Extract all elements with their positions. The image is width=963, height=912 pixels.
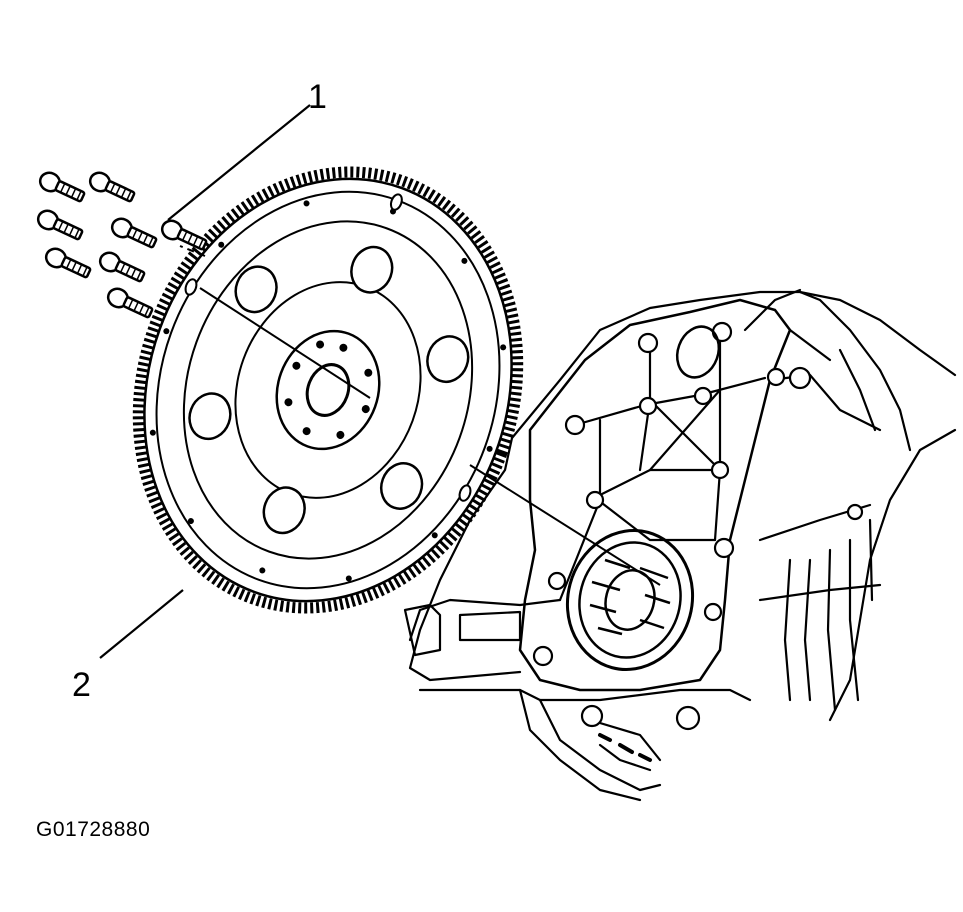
flywheel-bolts [36, 171, 208, 319]
cam-bore [675, 325, 721, 379]
callout-label-1: 1 [308, 78, 327, 116]
figure-id: G01728880 [36, 818, 151, 841]
alignment-lines [179, 245, 661, 586]
crankshaft-flange [565, 529, 695, 671]
callout-label-2: 2 [72, 666, 91, 704]
flywheel [132, 166, 524, 614]
flywheel-windows [188, 245, 470, 535]
ring-gear-teeth [132, 166, 524, 614]
flywheel-bolt-holes [284, 340, 373, 439]
flywheel-rim-holes [149, 200, 507, 582]
callout-leaders [99, 104, 311, 659]
engine-bolt-holes [532, 321, 864, 731]
